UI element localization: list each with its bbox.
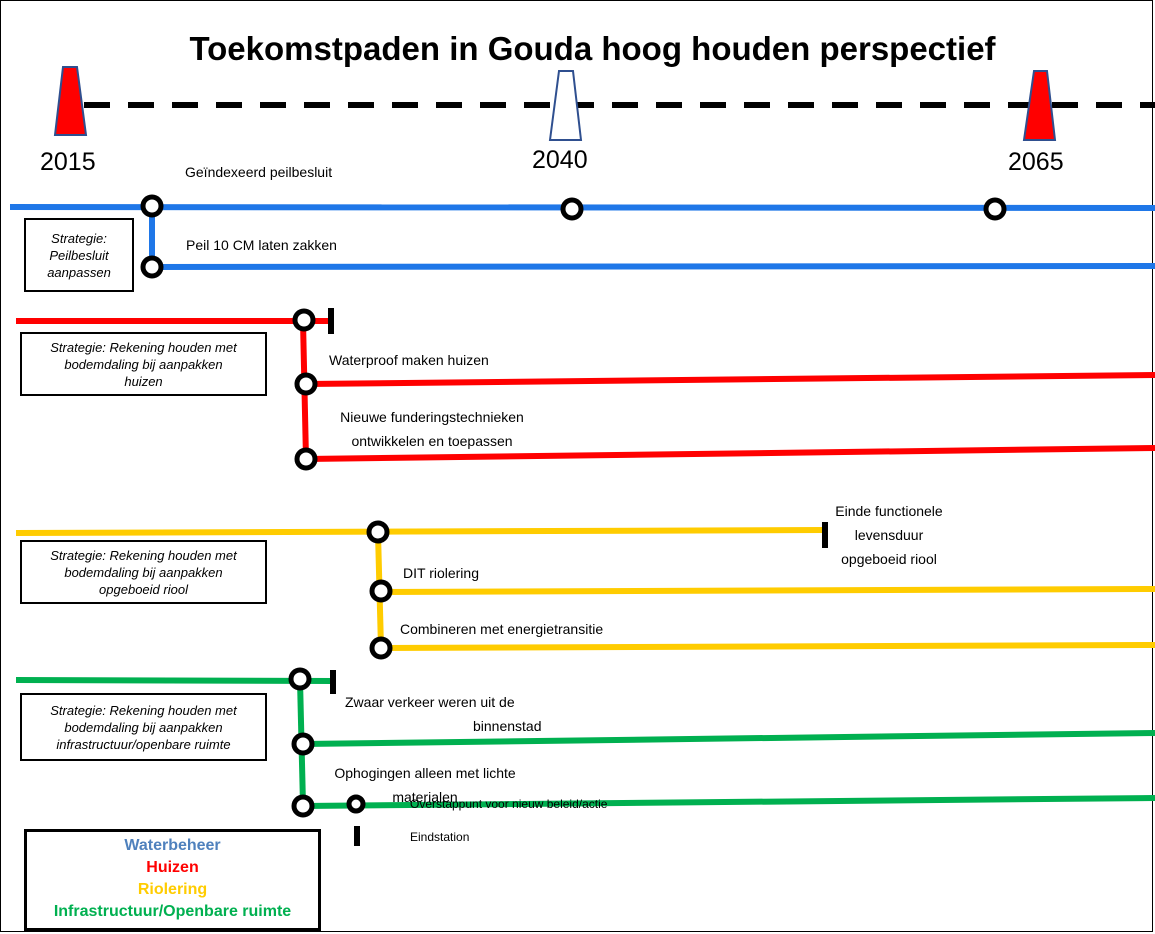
legend-end-symbol [354,826,360,846]
track-huizen [16,308,1155,471]
end-station [330,670,336,694]
infra-path-verkeer-line [302,730,1155,747]
strategy-text: Strategie: Rekening houden met [50,702,237,718]
path-label-line: ontwikkelen en toepassen [351,433,513,449]
strategy-text: Strategie: [51,230,107,246]
path-label-line: binnenstad [473,718,542,734]
path-label-line: Nieuwe funderingstechnieken [340,409,524,425]
timeline-marker-2015 [53,66,88,136]
legend-end-label: Eindstation [410,830,470,844]
end-station [822,522,828,548]
year-label-2065: 2065 [1008,148,1064,176]
riolering-path-dit-line [380,586,1155,595]
transfer-point [140,255,164,279]
path-label-line: materialen [392,789,458,805]
transfer-point [366,520,390,544]
year-label-2040: 2040 [532,146,588,174]
huizen-path-fundering-line [305,445,1155,462]
strategy-text: Peilbesluit [49,247,109,263]
strategy-text: opgeboeid riool [99,581,188,597]
transfer-point [294,372,318,396]
track-riolering [15,520,1155,660]
year-label-2015: 2015 [40,148,96,176]
transfer-point [291,794,315,818]
transfer-point [294,447,318,471]
transfer-point [983,197,1007,221]
legend-item-waterbeheer: Waterbeheer [124,837,221,854]
path-label-line: Ophogingen alleen met lichte [334,765,516,781]
strategy-text: bodemdaling bij aanpakken [64,719,223,735]
transfer-point [292,308,316,332]
strategy-box-huizen: Strategie: Rekening houden met bodemdali… [20,332,267,396]
timeline-marker-2040 [548,70,583,141]
riolering-path-energie-line [380,642,1155,651]
legend-transfer-label: Overstappunt voor nieuw beleid/actie [410,797,608,811]
page-title: Toekomstpaden in Gouda hoog houden persp… [189,30,996,67]
transfer-point [140,194,164,218]
legend-transfer-symbol [346,794,366,814]
legend-item-infrastructuur: Infrastructuur/Openbare ruimte [53,903,292,920]
transfer-point [369,636,393,660]
track-waterbeheer [9,194,1155,279]
track-infrastructuur [15,667,1155,818]
path-label-fundering: Nieuwe funderingstechnieken ontwikkelen … [312,405,552,453]
strategy-text: huizen [124,373,163,389]
strategy-text: aanpassen [47,264,111,280]
path-label-line: Zwaar verkeer weren uit de [345,694,515,710]
path-label-energie: Combineren met energietransitie [400,621,604,637]
path-label-dit: DIT riolering [403,565,479,581]
end-station [328,308,334,334]
infra-path-ophoging-line [302,795,1155,809]
riolering-main-line [15,527,826,536]
transfer-point [560,197,584,221]
end-label-riool: Einde functionele levensduur opgeboeid r… [820,499,958,571]
legend-item-riolering: Riolering [137,881,208,898]
infra-main-line [15,677,334,684]
strategy-text: Strategie: Rekening houden met [50,547,237,563]
transfer-point [288,667,312,691]
legend-box: Waterbeheer Huizen Riolering Infrastruct… [24,829,321,931]
path-label-ophoging: Ophogingen alleen met lichte materialen [318,761,532,809]
path-label-waterproof: Waterproof maken huizen [329,352,489,368]
transfer-point [291,732,315,756]
timeline-marker-2065 [1022,70,1057,141]
end-label-line: levensduur [854,527,924,543]
strategy-text: bodemdaling bij aanpakken [64,356,223,372]
path-label-verkeer: Zwaar verkeer weren uit de binnenstad [345,690,542,738]
huizen-path-waterproof-line [305,372,1155,387]
strategy-box-infrastructuur: Strategie: Rekening houden met bodemdali… [20,693,267,761]
strategy-text: infrastructuur/openbare ruimte [56,736,231,752]
waterbeheer-path-peil-line [151,263,1155,270]
end-label-line: Einde functionele [835,503,943,519]
strategy-box-riolering: Strategie: Rekening houden met bodemdali… [20,540,267,604]
end-label-line: opgeboeid riool [841,551,937,567]
strategy-box-waterbeheer: Strategie: Peilbesluit aanpassen [24,218,134,292]
strategy-text: bodemdaling bij aanpakken [64,564,223,580]
path-label-geindexeerd: Geïndexeerd peilbesluit [185,164,333,180]
legend-item-huizen: Huizen [146,859,199,876]
path-label-peil-zakken: Peil 10 CM laten zakken [186,237,337,253]
strategy-text: Strategie: Rekening houden met [50,339,237,355]
transfer-point [369,579,393,603]
